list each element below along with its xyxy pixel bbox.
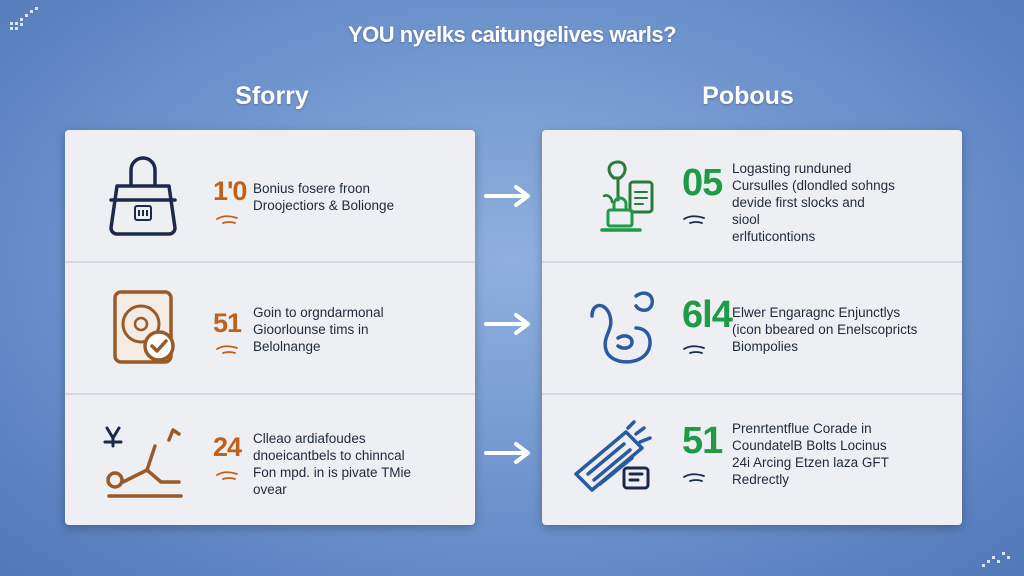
list-item: 24 Clleao ardiafoudes dnoeicantbels to c… [65,394,475,525]
metric-number: 51 [213,308,242,338]
swoosh-icon [216,215,238,224]
hand-gesture-icon [590,291,654,364]
swoosh-icon [683,215,705,224]
metric-number: 1'0 [213,176,247,206]
metric-number: 6l4 [682,294,733,336]
description-line: Fon mpd. in is pivate TMie [253,465,412,480]
shopping-bag-icon [109,156,177,236]
headline: YOU nyelks caitungelives warls? [347,22,677,47]
row-description: Goin to orgndarmonal Gioorlounse tims in… [253,304,468,355]
arrow-right-icon [484,185,530,207]
description-line: Clleao ardiafoudes [253,431,366,446]
description-line: Belolnange [253,339,321,354]
corner-grid-decoration [982,552,1010,567]
row-description: Elwer Engaragnc Enjunctlys (icon bbeared… [732,304,957,355]
left-panel: 1'0 Bonius fosere froon Droojectiors & B… [65,130,475,525]
description-line: Biompolies [732,339,799,354]
description-line: Droojectiors & Bolionge [253,198,395,213]
description-line: Goin to orgndarmonal [253,305,384,320]
arrow-right-icon [484,442,530,464]
right-panel: 05 Logasting runduned Cursulles (dlondle… [542,130,962,525]
mobile-device-icon [574,420,652,492]
metric-number: 05 [682,162,723,204]
description-line: (icon bbeared on Enelscopricts [732,322,918,337]
person-relaxing-icon [103,426,183,498]
metric-number: 24 [213,432,242,462]
description-line: Bonius fosere froon [253,181,371,196]
row-divider [65,261,475,263]
list-item: 1'0 Bonius fosere froon Droojectiors & B… [65,130,475,261]
description-line: Gioorlounse tims in [253,322,369,337]
row-description: Prenrtentflue Corade in CoundatelB Bolts… [732,420,957,488]
row-divider [542,393,962,395]
corner-grid-decoration [10,7,38,30]
row-divider [65,393,475,395]
description-line: Elwer Engaragnc Enjunctlys [732,305,901,320]
list-item: 51 Goin to orgndarmonal Gioorlounse tims… [65,262,475,393]
swoosh-icon [683,345,705,354]
description-line: erlfuticontions [732,229,816,244]
metric-number: 51 [682,420,723,462]
row-divider [542,261,962,263]
description-line: Logasting runduned [732,161,852,176]
list-item: 51 Prenrtentflue Corade in CoundatelB Bo… [542,394,962,525]
row-description: Clleao ardiafoudes dnoeicantbels to chin… [253,430,468,498]
swoosh-icon [216,471,238,480]
swoosh-icon [683,473,705,482]
description-line: siool [732,212,760,227]
arrow-right-icon [484,313,530,335]
plant-document-icon [600,160,654,232]
column-title-left: Sforry [235,82,309,110]
swoosh-icon [216,345,238,354]
description-line: ovear [253,482,287,497]
description-line: Cursulles (dlondled sohngs [732,178,895,193]
description-line: CoundatelB Bolts Locinus [732,438,887,453]
description-line: 24i Arcing Etzen laza GFT [732,455,889,470]
description-line: Redrectly [732,472,790,487]
hard-drive-check-icon [113,290,175,364]
description-line: Prenrtentflue Corade in [732,421,872,436]
list-item: 05 Logasting runduned Cursulles (dlondle… [542,130,962,261]
list-item: 6l4 Elwer Engaragnc Enjunctlys (icon bbe… [542,262,962,393]
description-line: dnoeicantbels to chinncal [253,448,405,463]
column-title-right: Pobous [702,82,794,110]
row-description: Logasting runduned Cursulles (dlondled s… [732,160,957,245]
description-line: devide first slocks and [732,195,865,210]
row-description: Bonius fosere froon Droojectiors & Bolio… [253,180,468,214]
